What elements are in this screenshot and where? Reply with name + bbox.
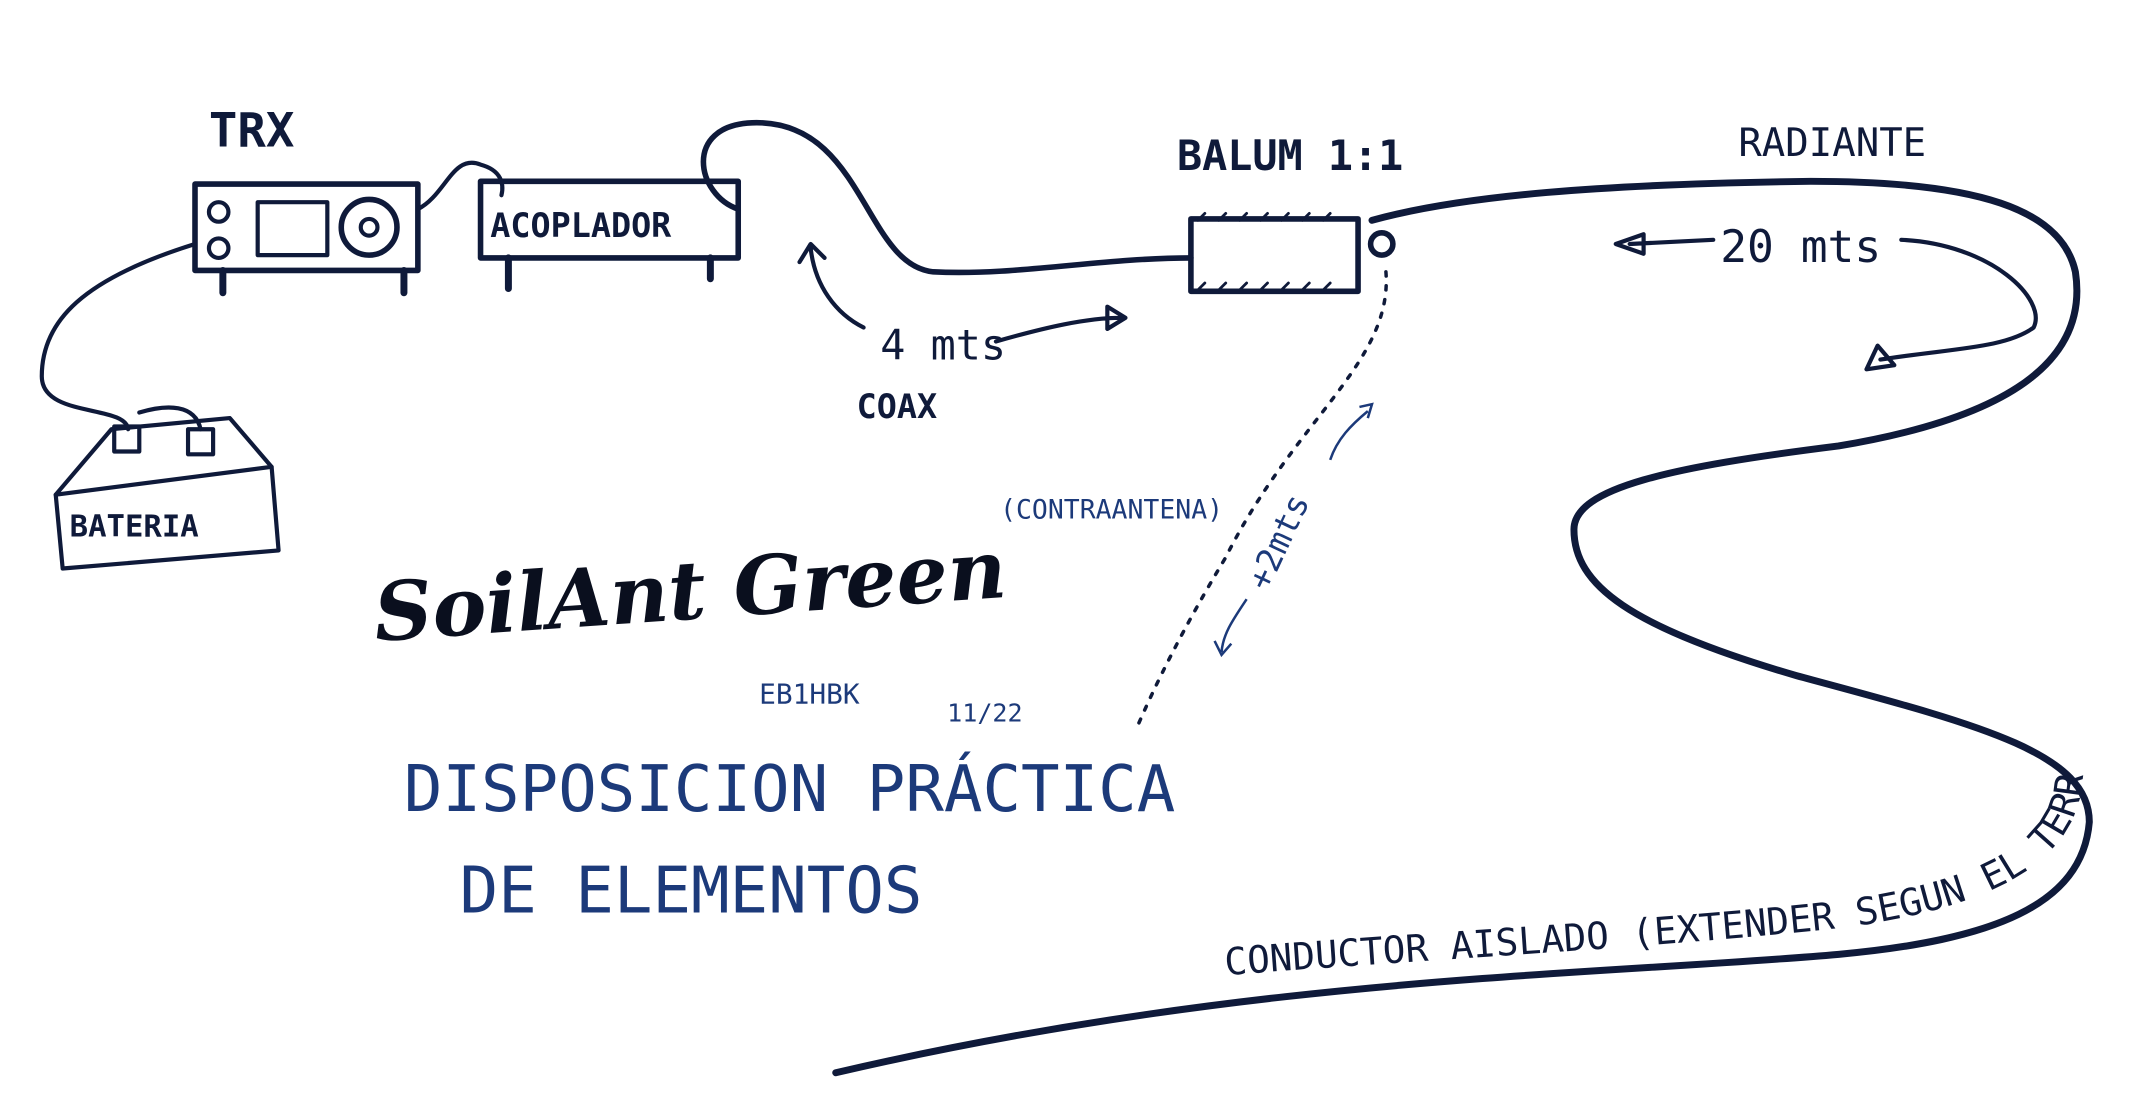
- balun-label: BALUM 1:1: [1177, 131, 1403, 180]
- counterpoise-arrows: [1213, 402, 1374, 658]
- trx-radio: [192, 181, 421, 297]
- trx-tuner-cable: [415, 160, 505, 212]
- coax-length: 4 mts: [880, 321, 1006, 370]
- radiator-length: 20 mts: [1720, 221, 1881, 273]
- signature-date: 11/22: [947, 699, 1022, 728]
- battery-label: BATERIA: [70, 509, 199, 544]
- title-line-1: DISPOSICION PRÁCTICA: [404, 751, 1175, 827]
- coax-arrow-up: [797, 241, 866, 330]
- radiator-wire: [832, 177, 2093, 1077]
- trx-label: TRX: [209, 103, 295, 158]
- signature-name: SoilAnt Green: [371, 522, 1009, 661]
- balun: [1188, 211, 1396, 295]
- radiator-arrow-curve: [1864, 237, 2038, 372]
- counterpoise-wire: [1133, 270, 1388, 734]
- coax-cable: [700, 120, 1194, 276]
- title-line-2: DE ELEMENTOS: [460, 855, 923, 929]
- power-cable: [39, 241, 203, 432]
- radiator-label: RADIANTE: [1738, 121, 1926, 166]
- counterpoise-label: (CONTRAANTENA): [1000, 494, 1223, 525]
- coax-label: COAX: [857, 387, 937, 426]
- battery: [53, 415, 281, 571]
- signature-callsign: EB1HBK: [759, 678, 860, 711]
- radiator-arrow-left: [1613, 232, 1716, 256]
- counterpoise-length: +2mts: [1239, 488, 1317, 596]
- coax-arrow-right: [993, 304, 1128, 344]
- tuner-box: [477, 178, 742, 293]
- tuner-label: ACOPLADOR: [490, 206, 672, 245]
